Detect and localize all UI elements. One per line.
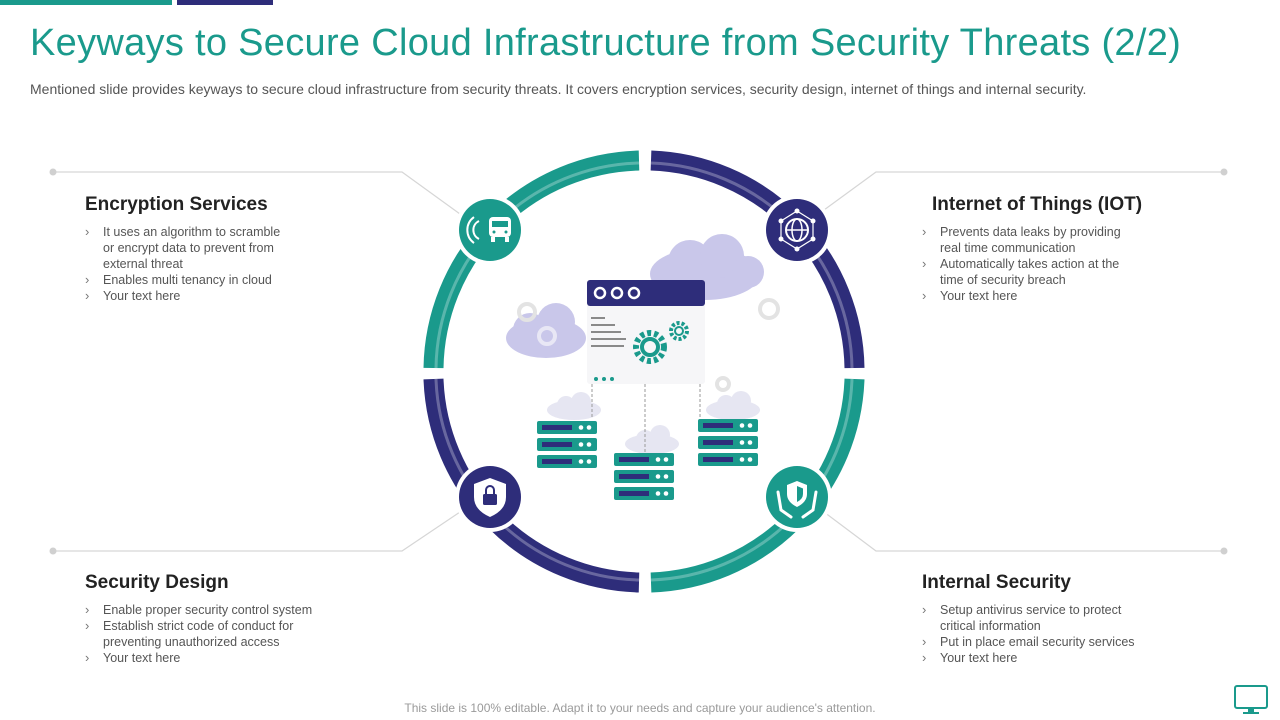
browser-window-illustration <box>587 280 705 384</box>
security-design-heading: Security Design <box>85 572 229 593</box>
security-design-block: Security Design Enable proper security c… <box>85 572 365 666</box>
top-accent-bar-teal <box>0 0 172 5</box>
encryption-services-list: It uses an algorithm to scramble or encr… <box>85 224 345 304</box>
globe-network-icon <box>762 195 832 265</box>
page-subtitle: Mentioned slide provides keyways to secu… <box>30 81 1087 97</box>
iot-heading: Internet of Things (IOT) <box>932 194 1143 215</box>
cloud-illustration <box>506 234 764 358</box>
list-item: Enable proper security control system <box>85 602 365 618</box>
encryption-services-block: Encryption Services It uses an algorithm… <box>85 194 345 304</box>
iot-list: Prevents data leaks by providing real ti… <box>922 224 1162 304</box>
list-item: Prevents data leaks by providing <box>922 224 1162 240</box>
security-design-list: Enable proper security control system Es… <box>85 602 365 666</box>
list-item-continued: time of security breach <box>940 273 1066 287</box>
list-item: Enables multi tenancy in cloud <box>85 272 345 288</box>
internal-security-list: Setup antivirus service to protect criti… <box>922 602 1182 666</box>
monitor-icon[interactable] <box>1234 685 1268 715</box>
list-item-continued: preventing unauthorized access <box>103 635 280 649</box>
list-item: Put in place email security services <box>922 634 1182 650</box>
list-item: It uses an algorithm to scramble <box>85 224 345 240</box>
list-item: Your text here <box>85 288 345 304</box>
list-item-continued: critical information <box>940 619 1041 633</box>
internal-security-heading: Internal Security <box>922 572 1071 593</box>
server-rack-right <box>698 419 758 466</box>
list-item: Your text here <box>922 650 1182 666</box>
top-accent-bar-navy <box>177 0 273 5</box>
list-item-continued: external threat <box>103 257 183 271</box>
iot-block: Internet of Things (IOT) Prevents data l… <box>922 194 1162 304</box>
wireless-bus-icon <box>455 195 525 265</box>
list-item: Setup antivirus service to protect <box>922 602 1182 618</box>
encryption-services-heading: Encryption Services <box>85 194 268 215</box>
server-rack-center <box>614 453 674 500</box>
footer-note: This slide is 100% editable. Adapt it to… <box>404 701 876 715</box>
server-rack-left <box>537 421 597 468</box>
list-item: Your text here <box>85 650 365 666</box>
page-title: Keyways to Secure Cloud Infrastructure f… <box>30 22 1182 64</box>
list-item-continued: real time communication <box>940 241 1076 255</box>
internal-security-block: Internal Security Setup antivirus servic… <box>922 572 1182 666</box>
list-item-continued: or encrypt data to prevent from <box>103 241 274 255</box>
shield-lock-icon <box>455 462 525 532</box>
hands-shield-icon <box>762 462 832 532</box>
list-item: Automatically takes action at the <box>922 256 1162 272</box>
list-item: Establish strict code of conduct for <box>85 618 365 634</box>
list-item: Your text here <box>922 288 1162 304</box>
